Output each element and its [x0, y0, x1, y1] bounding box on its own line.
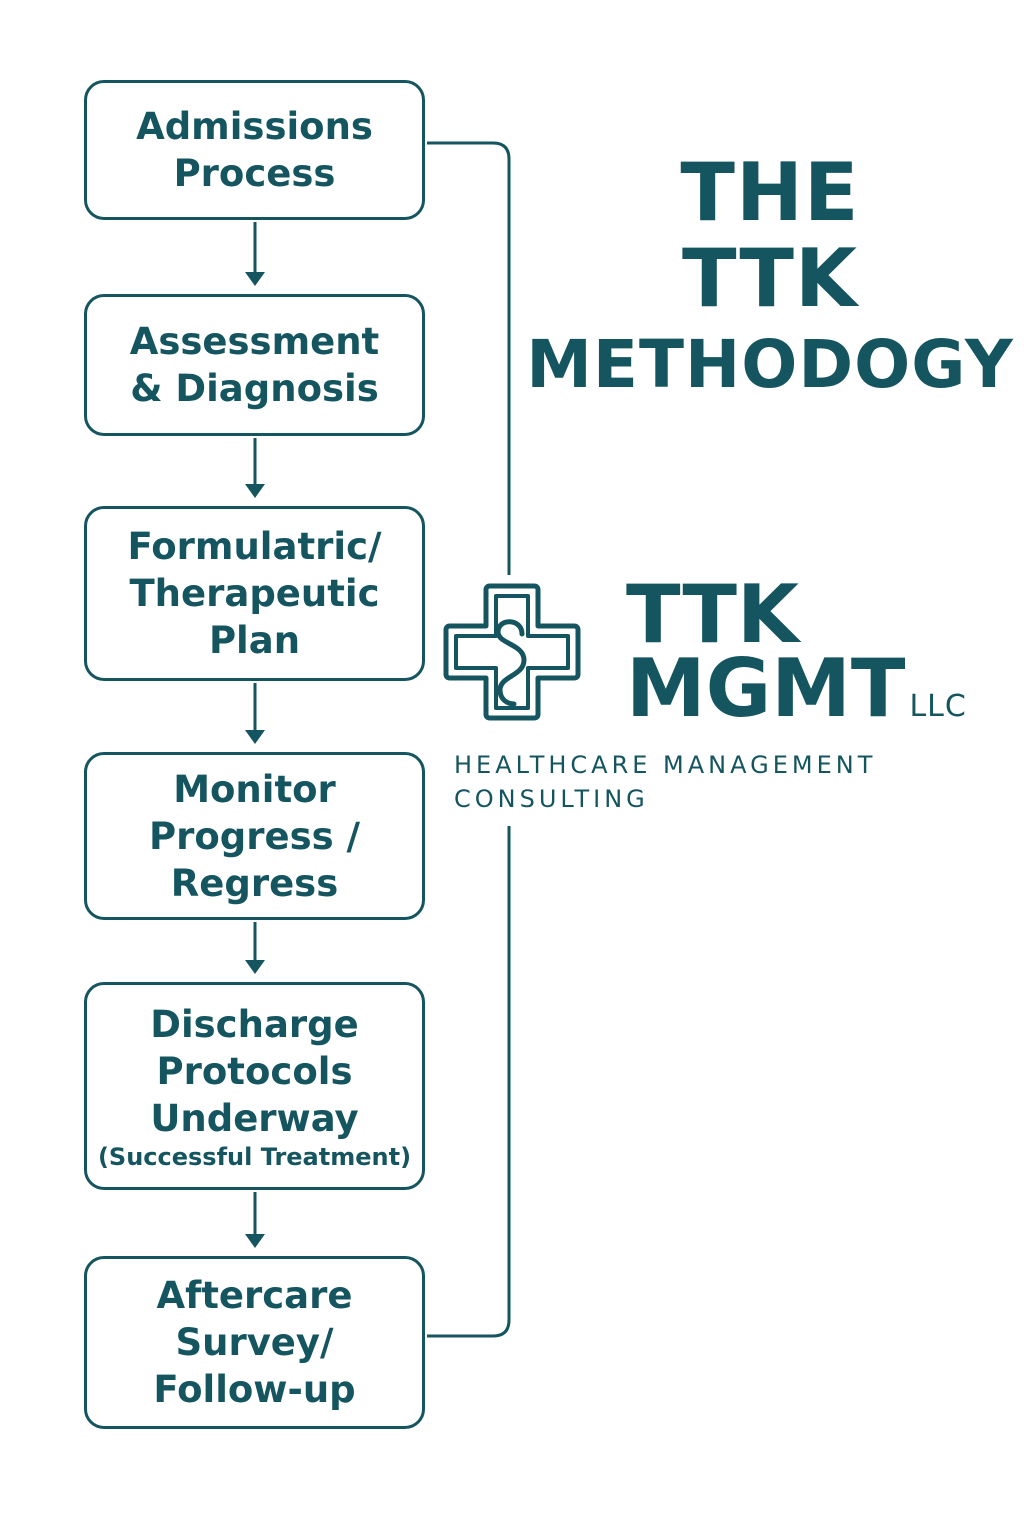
- medical-cross-icon: [443, 583, 581, 721]
- step-aftercare-survey: Aftercare Survey/ Follow-up: [84, 1256, 425, 1429]
- arrowhead-4-5: [245, 960, 265, 974]
- page-title: THE TTK METHODOGY: [520, 150, 1020, 408]
- logo-llc-suffix: LLC: [909, 689, 967, 724]
- feedback-loop-bottom: [427, 826, 511, 1338]
- step-discharge-protocols: Discharge Protocols Underway (Successful…: [84, 982, 425, 1190]
- step-6-line-2: Survey/: [175, 1321, 334, 1364]
- step-4-line-3: Regress: [170, 861, 339, 905]
- title-line-3: METHODOGY: [526, 326, 1014, 403]
- step-5-line-2: Protocols: [156, 1049, 353, 1093]
- logo-tagline-line-1: HEALTHCARE MANAGEMENT: [454, 751, 877, 779]
- step-2-line-2: & Diagnosis: [130, 367, 379, 410]
- step-6-line-1: Aftercare: [156, 1274, 353, 1317]
- title-line-2: TTK: [682, 232, 858, 325]
- arrowhead-3-4: [245, 730, 265, 744]
- logo-tagline: HEALTHCARE MANAGEMENT CONSULTING: [454, 748, 876, 816]
- arrowhead-1-2: [245, 272, 265, 286]
- step-monitor-progress: Monitor Progress / Regress: [84, 752, 425, 920]
- logo-name-line-1: TTK: [626, 568, 799, 661]
- arrowhead-2-3: [245, 484, 265, 498]
- step-1-line-1: Admissions: [136, 105, 373, 148]
- step-therapeutic-plan: Formulatric/ Therapeutic Plan: [84, 506, 425, 681]
- step-5-line-3: Underway: [150, 1096, 359, 1140]
- title-line-1: THE: [680, 146, 860, 239]
- step-3-line-1: Formulatric/: [127, 525, 382, 568]
- step-assessment-diagnosis: Assessment & Diagnosis: [84, 294, 425, 436]
- step-2-line-1: Assessment: [129, 320, 380, 363]
- feedback-loop-top: [427, 141, 511, 575]
- step-1-line-2: Process: [173, 152, 336, 195]
- step-5-line-1: Discharge: [150, 1002, 359, 1046]
- logo-name-mgmt: MGMT: [626, 642, 906, 735]
- step-3-line-2: Therapeutic: [129, 572, 380, 615]
- step-3-line-3: Plan: [208, 619, 301, 662]
- logo-tagline-line-2: CONSULTING: [454, 785, 649, 813]
- step-6-line-3: Follow-up: [153, 1368, 356, 1411]
- step-admissions-process: Admissions Process: [84, 80, 425, 220]
- step-4-line-1: Monitor: [173, 767, 336, 811]
- arrowhead-5-6: [245, 1234, 265, 1248]
- step-5-note: (Successful Treatment): [97, 1142, 412, 1171]
- step-4-line-2: Progress /: [148, 814, 361, 858]
